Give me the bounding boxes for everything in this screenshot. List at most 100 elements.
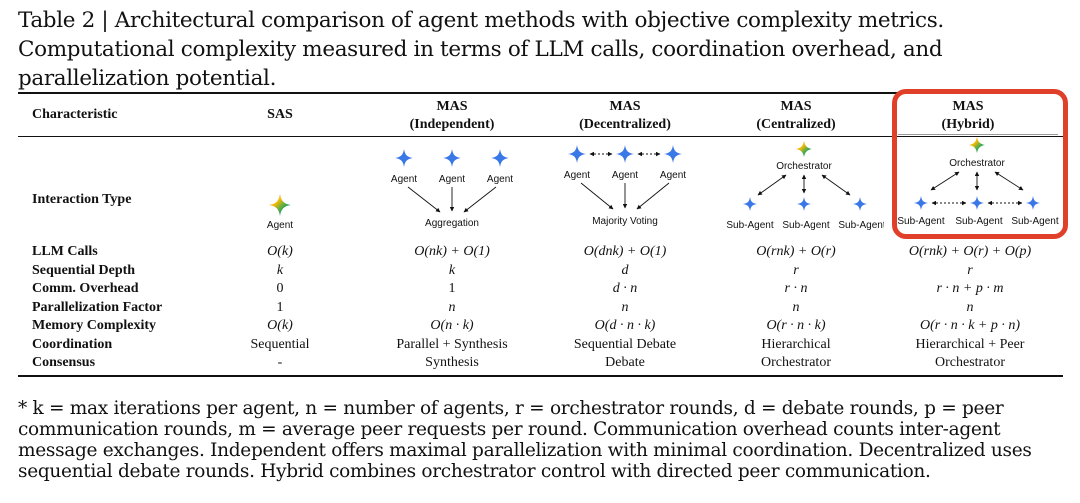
cell-hybrid: Hierarchical + Peer	[915, 337, 1025, 352]
sparkle-icon	[1026, 196, 1040, 210]
bottom-rule	[18, 375, 1063, 377]
cell-sas: O(k)	[267, 244, 293, 259]
sparkle-icon	[743, 197, 757, 211]
cell-centralized: O(r · n · k)	[766, 318, 826, 333]
header-sas: SAS	[267, 107, 293, 122]
cell-centralized: O(rnk) + O(r)	[756, 244, 836, 259]
cell-decentralized: O(dnk) + O(1)	[583, 244, 667, 259]
interaction-type-label: Interaction Type	[32, 192, 132, 207]
agent-label: Agent	[439, 174, 465, 185]
sparkle-icon	[443, 149, 461, 167]
independent-diagram: Agent Agent Agent Aggregation	[391, 149, 513, 229]
sparkle-icon	[970, 196, 984, 210]
arrow-icon	[463, 186, 497, 213]
sub-agent-label: Sub-Agent	[838, 220, 884, 231]
hybrid-column-highlight	[892, 89, 1068, 239]
cell-independent: k	[448, 263, 456, 278]
arrow-icon	[407, 186, 441, 213]
header-mas-decentralized-2: (Decentralized)	[579, 117, 671, 132]
centralized-diagram: Orchestrator Sub-Agent Sub-Agent Sub-Age…	[726, 141, 884, 231]
sub-agent-label: Sub-Agent	[726, 220, 773, 231]
header-characteristic: Characteristic	[32, 107, 118, 122]
sparkle-icon	[395, 149, 413, 167]
table-footnote: * k = max iterations per agent, n = numb…	[18, 398, 1032, 482]
row-label: Coordination	[32, 337, 113, 352]
aggregation-label: Aggregation	[425, 218, 479, 229]
sub-agent-label: Sub-Agent	[1011, 216, 1058, 227]
cell-independent: O(n · k)	[430, 318, 474, 333]
cell-decentralized: Sequential Debate	[573, 337, 677, 352]
sparkle-icon	[568, 145, 586, 163]
row-label: Memory Complexity	[32, 318, 157, 333]
hybrid-header-separator	[898, 134, 1058, 135]
row-label: Comm. Overhead	[32, 281, 139, 296]
cell-independent: 1	[448, 281, 456, 296]
header-mas-hybrid-1: MAS	[952, 99, 984, 114]
cell-sas: Sequential	[250, 337, 310, 352]
cell-sas: 0	[276, 281, 284, 296]
cell-sas: O(k)	[267, 318, 293, 333]
cell-centralized: Hierarchical	[761, 337, 831, 352]
gemini-sparkle-icon	[269, 194, 291, 216]
cell-sas: k	[276, 263, 284, 278]
sparkle-icon	[664, 145, 682, 163]
sas-diagram: Agent	[267, 194, 293, 231]
arrow-icon	[636, 182, 670, 210]
sparkle-icon	[853, 197, 867, 211]
orchestrator-label: Orchestrator	[776, 161, 832, 172]
decentralized-diagram: Agent Agent Agent Majority Voting	[564, 145, 686, 227]
orchestrator-label: Orchestrator	[949, 158, 1005, 169]
arrow-icon	[757, 174, 787, 196]
sub-agent-label: Sub-Agent	[897, 216, 944, 227]
header-mas-hybrid-2: (Hybrid)	[941, 117, 995, 132]
arrow-icon	[994, 171, 1024, 191]
row-label: LLM Calls	[32, 244, 98, 259]
hybrid-diagram: Orchestrator Sub-Agent Sub-Agent Sub-Age…	[897, 137, 1059, 227]
cell-hybrid: n	[966, 300, 974, 315]
sparkle-icon	[797, 197, 811, 211]
sparkle-icon	[491, 149, 509, 167]
arrow-icon	[930, 171, 960, 191]
sparkle-icon	[914, 196, 928, 210]
cell-hybrid: O(r · n · k + p · n)	[919, 318, 1021, 333]
cell-independent: O(nk) + O(1)	[414, 244, 490, 259]
header-mas-independent-1: MAS	[436, 99, 468, 114]
cell-centralized: r	[793, 263, 799, 278]
sub-agent-label: Sub-Agent	[782, 220, 829, 231]
header-mas-independent-2: (Independent)	[409, 117, 495, 132]
cell-sas: -	[277, 355, 283, 370]
arrow-icon	[821, 174, 851, 196]
cell-independent: Parallel + Synthesis	[396, 337, 508, 352]
cell-independent: n	[448, 300, 456, 315]
cell-decentralized: d	[621, 263, 629, 278]
agent-label: Agent	[660, 170, 686, 181]
cell-hybrid: r	[967, 263, 973, 278]
top-rule	[18, 92, 1063, 94]
cell-centralized: n	[792, 300, 800, 315]
sparkle-icon	[616, 145, 634, 163]
cell-decentralized: n	[621, 300, 629, 315]
agent-label: Agent	[391, 174, 417, 185]
header-mas-centralized-2: (Centralized)	[756, 117, 836, 132]
header-mas-decentralized-1: MAS	[609, 99, 641, 114]
agent-label: Agent	[487, 174, 513, 185]
header-rule	[18, 136, 1063, 137]
row-label: Sequential Depth	[32, 263, 136, 278]
cell-decentralized: Debate	[605, 355, 645, 370]
table-caption: Table 2 | Architectural comparison of ag…	[18, 8, 944, 91]
header-mas-centralized-1: MAS	[780, 99, 812, 114]
sub-agent-label: Sub-Agent	[955, 216, 1002, 227]
cell-sas: 1	[276, 300, 284, 315]
cell-independent: Synthesis	[425, 355, 479, 370]
cell-hybrid: r · n + p · m	[936, 281, 1004, 296]
majority-voting-label: Majority Voting	[592, 216, 658, 227]
cell-decentralized: d · n	[612, 281, 638, 296]
cell-centralized: r · n	[784, 281, 808, 296]
agent-label: Agent	[564, 170, 590, 181]
row-label: Parallelization Factor	[32, 300, 163, 315]
cell-decentralized: O(d · n · k)	[594, 318, 656, 333]
cell-centralized: Orchestrator	[761, 355, 831, 370]
cell-hybrid: O(rnk) + O(r) + O(p)	[908, 244, 1032, 259]
arrow-icon	[580, 182, 614, 210]
row-label: Consensus	[32, 355, 96, 370]
